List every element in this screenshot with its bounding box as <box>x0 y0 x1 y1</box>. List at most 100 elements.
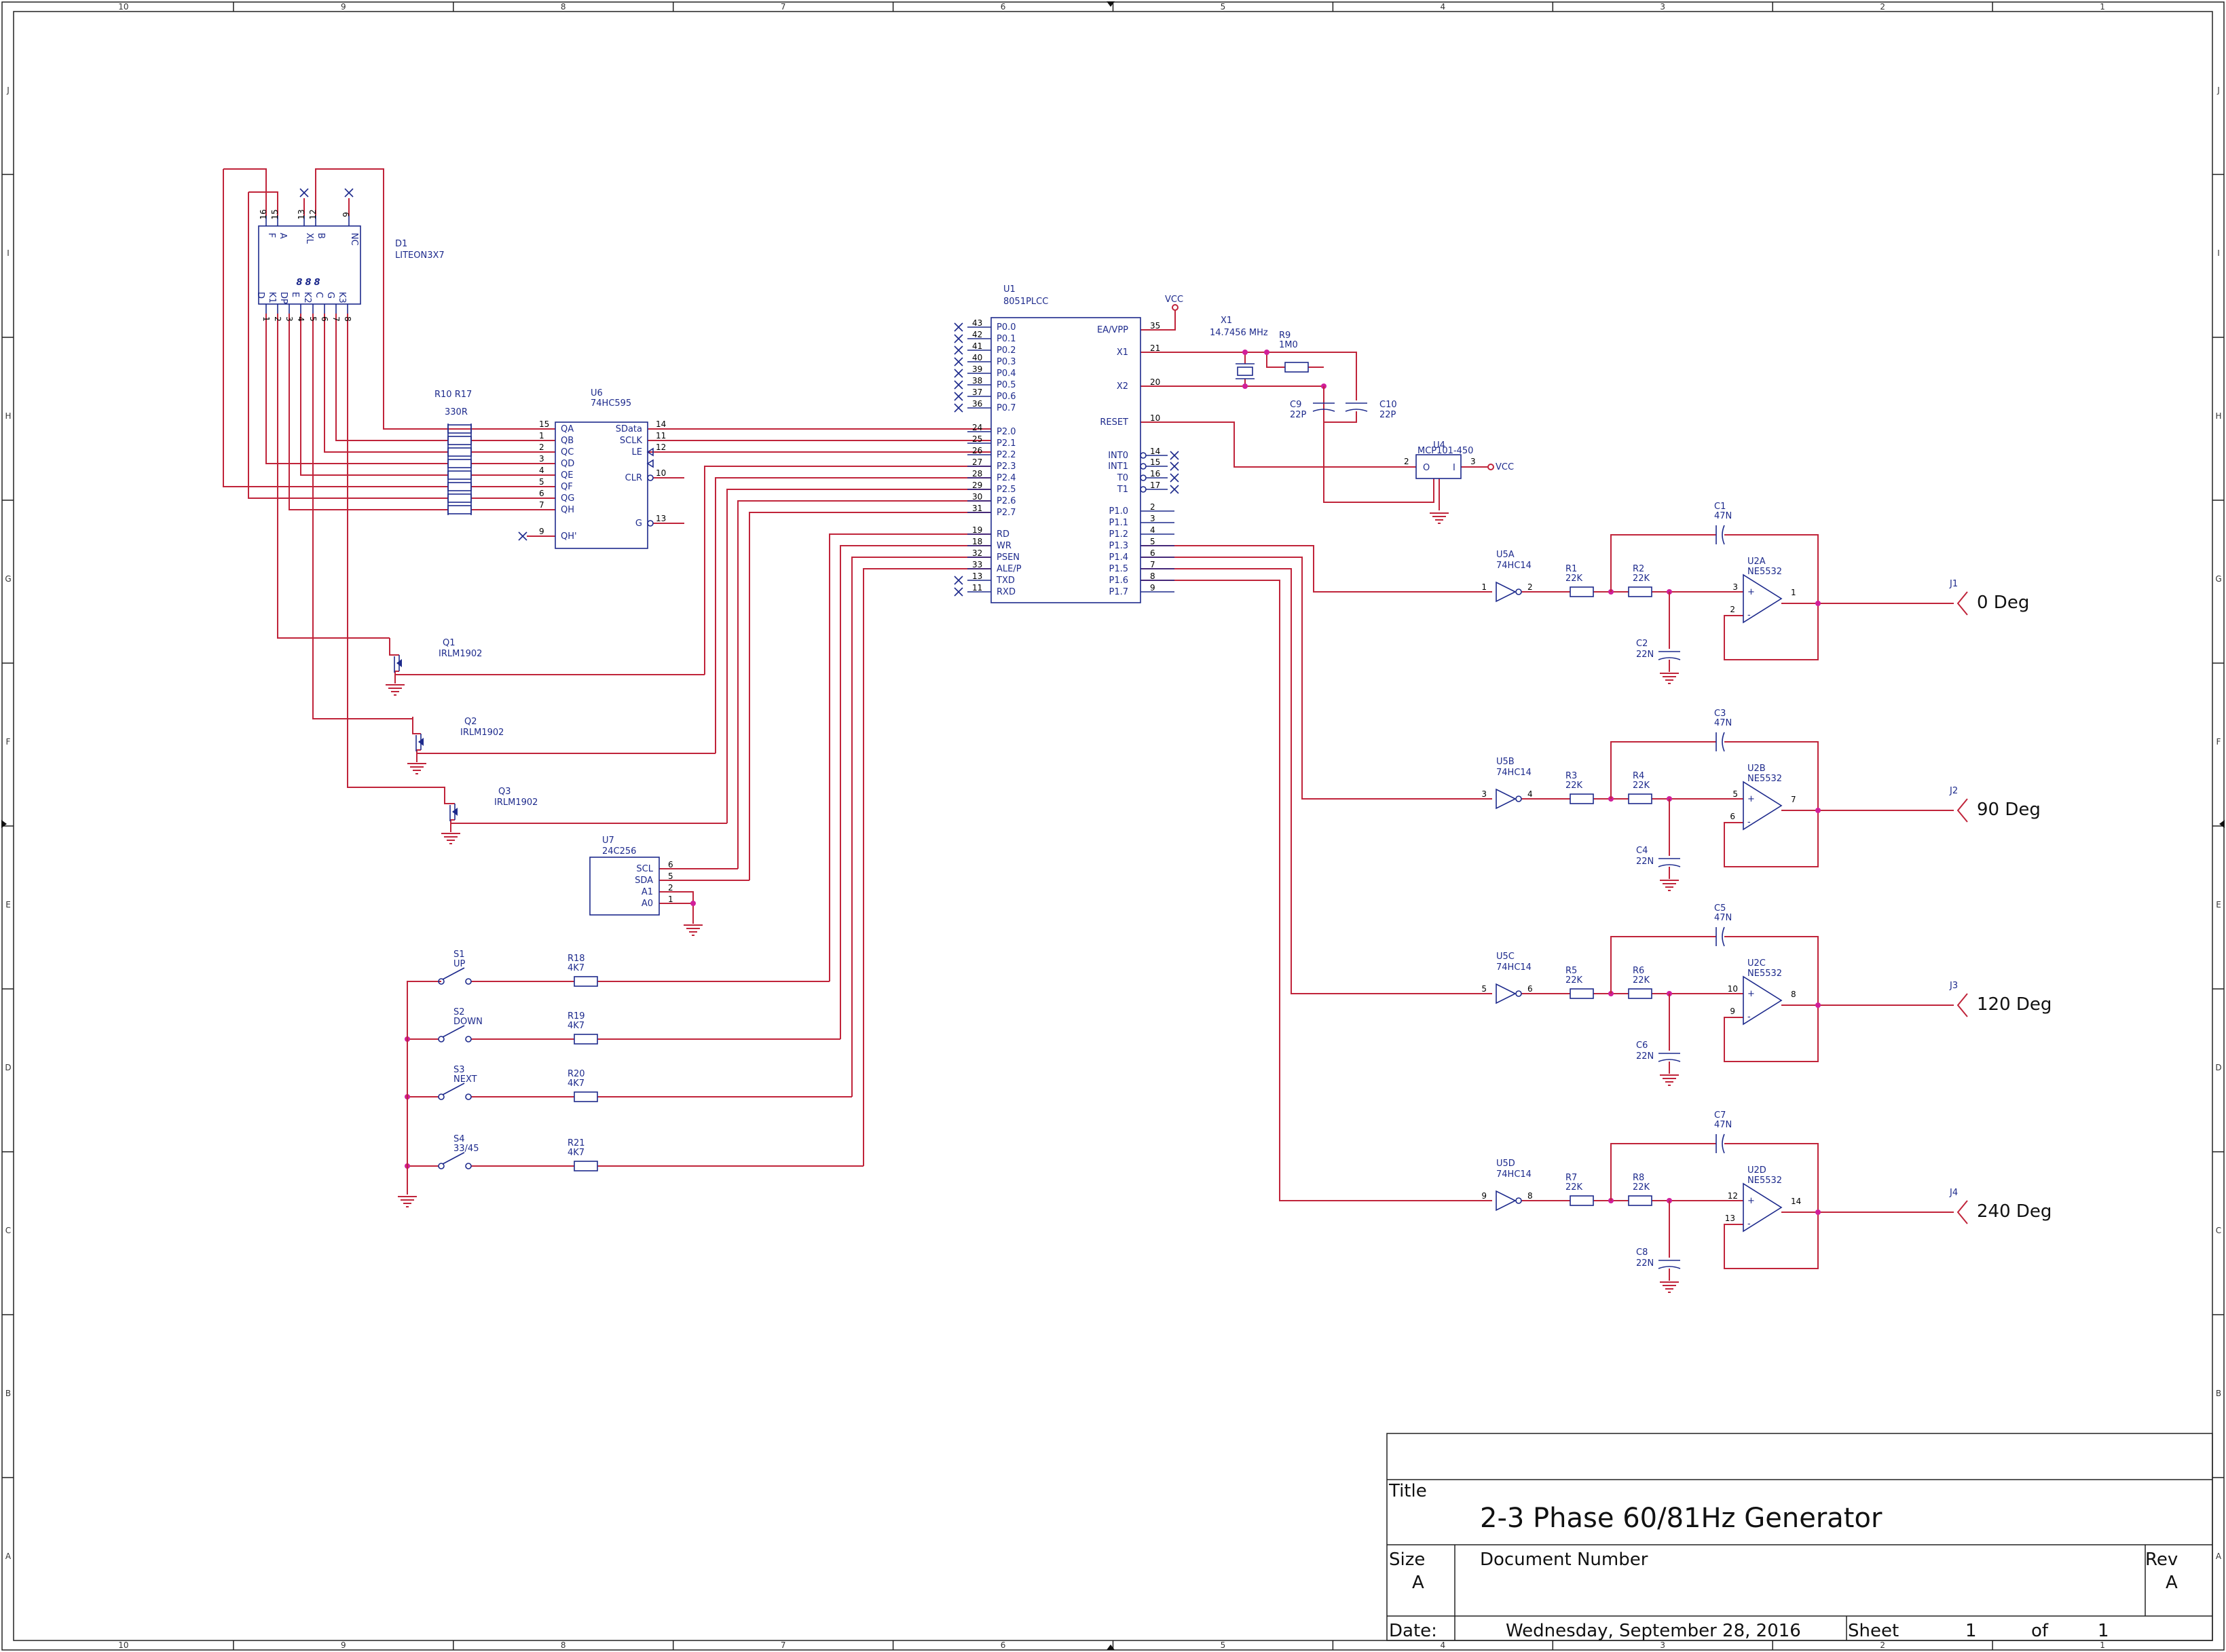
mcu-pin-number: 30 <box>972 492 982 502</box>
shift-register-pin-number: 14 <box>656 419 666 429</box>
switch-resistor <box>574 1161 598 1171</box>
eeprom-pin-number: 6 <box>668 860 673 869</box>
no-connect-stroke <box>1170 451 1179 460</box>
no-connect-mark <box>954 403 963 413</box>
shift-register-pin-name: QC <box>561 447 574 457</box>
display-pin-name: DP <box>278 292 289 304</box>
no-connect-stroke <box>954 357 963 367</box>
no-connect-stroke <box>954 322 963 332</box>
display-pin-name: G <box>325 292 335 299</box>
inversion-bubble <box>1140 486 1147 493</box>
mcu-pin-number: 29 <box>972 481 982 490</box>
digit-wire <box>312 314 413 719</box>
mcu-pin-name: P0.3 <box>997 357 1016 367</box>
no-connect-mark <box>954 392 963 401</box>
c10-wire <box>1324 411 1357 423</box>
mcu-pin-name: TXD <box>996 576 1015 586</box>
inverter-triangle <box>1496 983 1517 1005</box>
frame-row-label: F <box>6 737 11 747</box>
inverter-ref: U5D <box>1496 1159 1515 1169</box>
connector-label: 90 Deg <box>1977 800 2041 820</box>
switch-ground <box>398 1196 417 1207</box>
opamp-pin-number: 10 <box>1728 984 1738 994</box>
shift-register-pin-name: QH <box>561 505 574 515</box>
frame-row-label: B <box>2216 1389 2221 1398</box>
segment-wire <box>248 192 448 499</box>
feedback-wire <box>1724 741 1819 810</box>
frame-row-label: B <box>5 1389 11 1398</box>
reset-ground <box>1430 512 1449 524</box>
ground-cap-value: 22N <box>1636 650 1654 660</box>
mcu-pin-name: P0.4 <box>997 369 1016 379</box>
mcu-pin-name: P0.1 <box>997 334 1016 344</box>
opamp-triangle <box>1743 1182 1783 1233</box>
mcu-pin-number: 41 <box>972 341 982 351</box>
r1-value: 22K <box>1565 975 1583 985</box>
no-connect-mark <box>1170 451 1179 460</box>
opamp-fb-wire <box>1724 810 1819 867</box>
feedback-cap-value: 47N <box>1714 913 1732 923</box>
switch-resistor-ref: R18 <box>568 954 585 964</box>
inverter-bubble <box>1515 795 1522 802</box>
mcu-pin-name: P2.7 <box>997 508 1016 518</box>
no-connect-mark <box>344 188 354 198</box>
shift-register-pin-name: G <box>635 519 642 529</box>
shift-register-pin-name: QH' <box>561 531 577 542</box>
no-connect-stroke <box>1170 462 1179 471</box>
mosfet-arrow <box>452 808 458 816</box>
frame-row-label: A <box>2216 1552 2222 1561</box>
inverter-part: 74HC14 <box>1496 768 1532 778</box>
r9-wire <box>1266 352 1285 368</box>
mcu-pin-number: 24 <box>972 423 982 432</box>
mcu-pin-name: INT0 <box>1108 451 1128 461</box>
sheet-label: Sheet <box>1848 1621 1899 1641</box>
ground-capacitor <box>1658 1053 1681 1062</box>
opamp-ref: U2D <box>1747 1165 1766 1176</box>
mcu-pin-number: 7 <box>1150 560 1155 569</box>
inversion-bubble <box>1140 452 1147 459</box>
p1-to-inverter-wire <box>1140 580 1492 1201</box>
mcu-pin-name: ALE/P <box>997 564 1022 574</box>
display-pin-name: E <box>290 292 300 297</box>
junction-dot <box>1815 1209 1821 1215</box>
p24-wire <box>715 477 991 753</box>
switch-lever <box>442 1083 465 1095</box>
opamp-pin-number: 14 <box>1791 1197 1801 1206</box>
segment-wire <box>300 314 448 476</box>
frame-column-label: 6 <box>1001 1640 1006 1650</box>
mcu-pin-name: P1.7 <box>1109 587 1128 597</box>
r1-value: 22K <box>1565 1182 1583 1193</box>
opamp-triangle <box>1743 574 1783 624</box>
p1-to-inverter-wire <box>1140 545 1492 593</box>
frame-column-label: 10 <box>118 2 128 12</box>
frame-row-label: C <box>5 1226 11 1235</box>
mcu-pin-name: P2.3 <box>997 462 1016 472</box>
inverter-pin-number: 5 <box>1481 984 1487 994</box>
mcu-pin-name: P0.7 <box>997 403 1016 413</box>
eeprom-pin-number: 5 <box>668 871 673 881</box>
mosfet-ground <box>386 684 405 696</box>
shift-register-pin-number: 11 <box>656 431 666 440</box>
r2-ref: R2 <box>1633 564 1644 574</box>
c9-capacitor <box>1312 402 1335 412</box>
frame-column-label: 2 <box>1880 2 1885 12</box>
ground-cap-value: 22N <box>1636 1258 1654 1269</box>
no-connect-mark <box>954 369 963 378</box>
sheet-number: 1 <box>1965 1621 1977 1641</box>
eeprom-part: 24C256 <box>602 846 636 857</box>
c10-ref: C10 <box>1379 400 1397 410</box>
eeprom-pin-name: A0 <box>642 899 653 909</box>
feedback-wire <box>1724 1143 1819 1212</box>
resistor-array-element <box>447 493 472 503</box>
mcu-pin-name: P2.1 <box>997 438 1016 449</box>
mosfet-source-wire <box>394 671 399 683</box>
inverter-pin-number: 8 <box>1527 1191 1533 1201</box>
switch-resistor-value: 4K7 <box>568 1148 585 1158</box>
feedback-wire <box>1610 534 1716 592</box>
frame-row-label: J <box>6 86 10 95</box>
display-pin-name: C <box>314 292 324 298</box>
x2-wire <box>1140 386 1434 503</box>
switch-ref: S3 <box>453 1065 465 1075</box>
display-ref: D1 <box>395 239 407 249</box>
eeprom-ref: U7 <box>602 836 614 846</box>
